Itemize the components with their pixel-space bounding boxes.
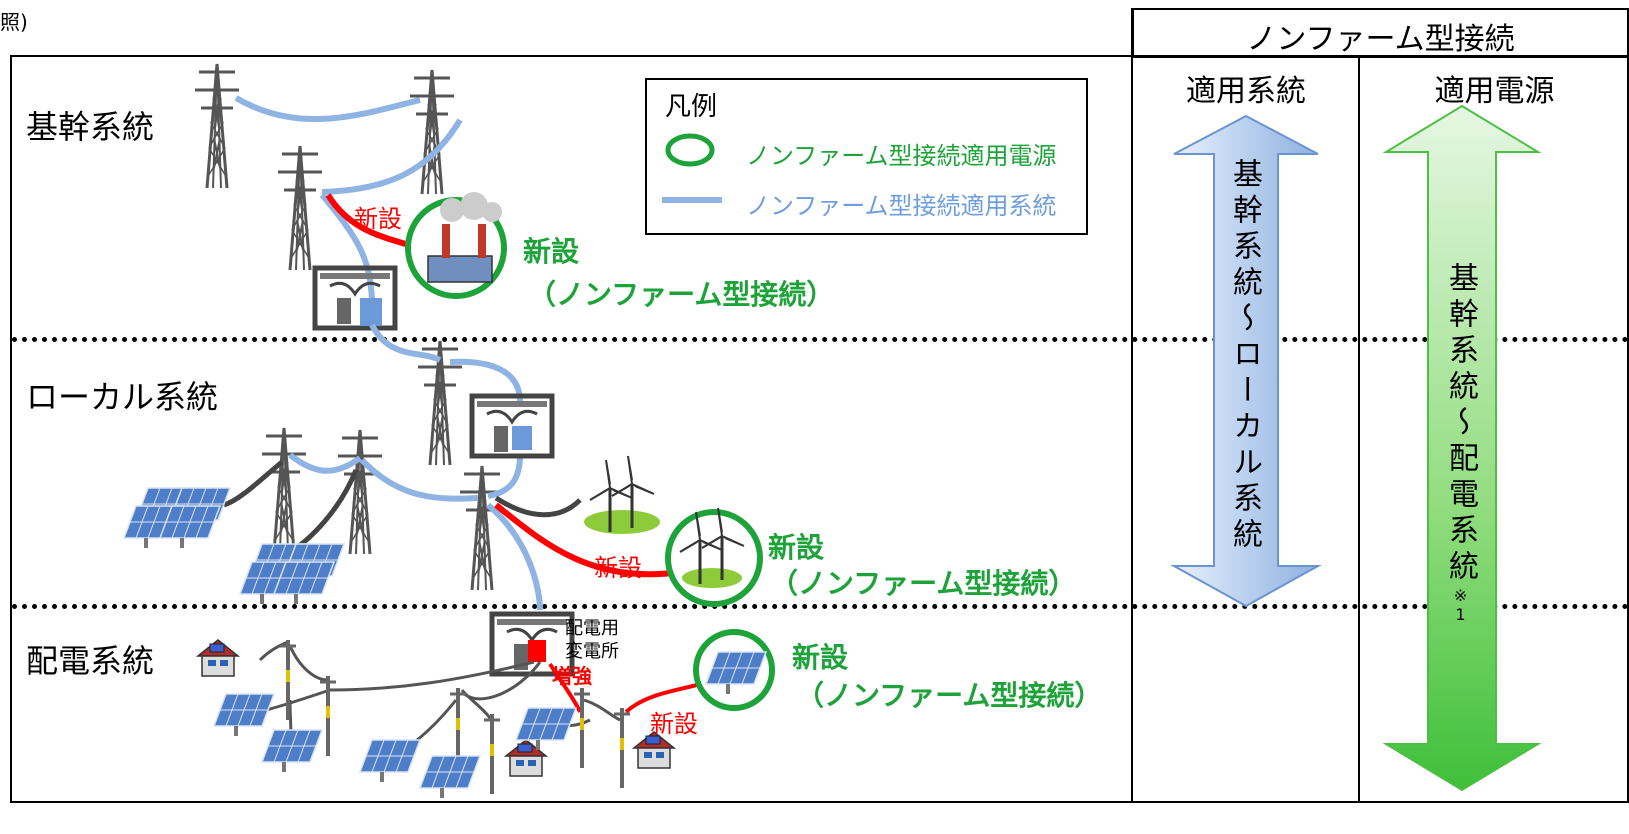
tower-icon [260, 426, 308, 554]
region-label-distribution: 配電系統 [26, 642, 155, 680]
nonfirm-label: （ノンファーム型接続） [796, 679, 1103, 712]
utility-pole-icon [318, 674, 338, 758]
solar-panel-icon [261, 729, 323, 773]
legend-system-label: ノンファーム型接続適用系統 [746, 192, 1057, 220]
legend-source-swatch [665, 133, 715, 167]
region-label-local: ローカル系統 [26, 378, 219, 416]
solar-panel-icon [213, 693, 275, 737]
new-source-label: 新設 [523, 235, 580, 268]
solar-panel-icon [419, 755, 481, 799]
nonfirm-label: （ノンファーム型接続） [528, 278, 835, 311]
utility-pole-icon [482, 712, 502, 796]
nonfirm-label: （ノンファーム型接続） [770, 567, 1077, 600]
table-header: ノンファーム型接続 [1246, 22, 1515, 57]
tower-icon [458, 464, 506, 592]
source-range-note: ※1 [1451, 586, 1470, 624]
corner-text: 照) [0, 10, 28, 34]
col-system-header: 適用系統 [1186, 74, 1306, 109]
substation-label-2: 変電所 [565, 641, 619, 662]
table-middle-divider [1358, 57, 1360, 803]
reinforce-label: 増強 [552, 664, 592, 688]
table-left-divider [1131, 8, 1133, 803]
source-range-arrow [1382, 104, 1542, 792]
region-separator-1 [12, 337, 1629, 342]
solar-panel-icon [359, 739, 421, 783]
new-line-label: 新設 [594, 554, 642, 582]
substation-icon [315, 268, 395, 328]
new-line-label: 新設 [354, 205, 402, 233]
col-source-header: 適用電源 [1434, 74, 1555, 109]
new-line-label: 新設 [650, 710, 698, 738]
tower-icon [276, 144, 324, 272]
region-separator-2 [12, 604, 1629, 609]
legend-box [645, 78, 1088, 235]
substation-label-1: 配電用 [565, 618, 619, 639]
system-range-text: 基幹系統〜ローカル系統 [1227, 158, 1262, 554]
system-range-arrow [1170, 114, 1322, 608]
house-icon [197, 639, 239, 677]
region-label-trunk: 基幹系統 [26, 108, 155, 146]
nonfirm-source-marker [665, 509, 763, 607]
legend-source-label: ノンファーム型接続適用電源 [746, 142, 1057, 170]
source-range-text: 基幹系統〜配電系統※1 [1438, 262, 1482, 624]
source-range-main: 基幹系統〜配電系統 [1443, 262, 1478, 586]
legend-title: 凡例 [665, 92, 718, 122]
diagram-frame [10, 55, 1629, 803]
tower-icon [408, 68, 456, 196]
new-source-label: 新設 [768, 531, 825, 564]
solar-panel-icon [273, 561, 335, 605]
utility-pole-icon [612, 706, 632, 790]
tower-icon [193, 62, 241, 190]
table-header-frame [1132, 8, 1629, 58]
solar-panel-icon [159, 505, 221, 549]
new-source-label: 新設 [792, 641, 849, 674]
